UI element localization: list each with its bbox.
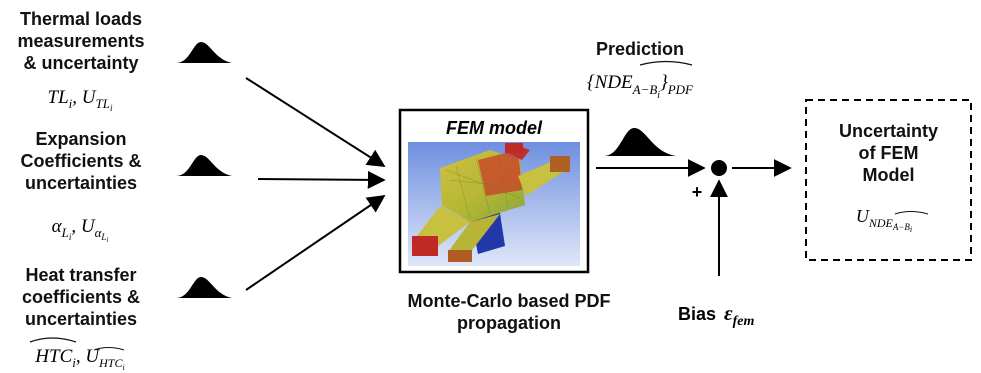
output-label-line: Model bbox=[862, 165, 915, 185]
fem-render-image bbox=[408, 142, 580, 266]
output-hat-icon bbox=[894, 211, 929, 215]
input-label-expansion: Expansion Coefficients & uncertainties bbox=[0, 128, 162, 194]
pdf-curve-icon bbox=[176, 277, 232, 298]
prediction-formula: {NDEA−Bi}PDF bbox=[587, 72, 694, 101]
propagation-caption-line: Monte-Carlo based PDF bbox=[407, 291, 611, 311]
pdf-curve-icon bbox=[604, 128, 676, 156]
heat-sub-hat-icon bbox=[93, 347, 125, 351]
sum-node bbox=[711, 160, 727, 176]
input-symbol-expansion: αLi, UαLi bbox=[52, 216, 109, 244]
input-label-heat-transfer: Heat transfer coefficients & uncertainti… bbox=[0, 264, 162, 330]
input-label-line: uncertainties bbox=[24, 309, 138, 329]
input-label-line: Coefficients & bbox=[20, 151, 142, 171]
arrow-heat-to-fem bbox=[245, 194, 386, 291]
input-symbol-thermal: TLi, UTLi bbox=[48, 87, 113, 113]
input-label-line: uncertainties bbox=[24, 173, 138, 193]
prediction-title: Prediction bbox=[595, 39, 684, 59]
input-label-line: measurements bbox=[17, 31, 145, 51]
input-label-thermal-loads: Thermal loads measurements & uncertainty bbox=[0, 8, 162, 74]
input-symbol-heat: HTCi, UHTCi bbox=[34, 346, 124, 372]
bias-symbol: εfem bbox=[724, 301, 755, 329]
input-label-line: & uncertainty bbox=[23, 53, 139, 73]
output-symbol: UNDEA−Bi bbox=[856, 206, 912, 234]
pdf-curve-icon bbox=[176, 42, 232, 63]
bias-word: Bias bbox=[678, 304, 716, 324]
output-label-line: of FEM bbox=[858, 143, 919, 163]
output-box-label: Uncertainty of FEM Model bbox=[806, 120, 971, 186]
prediction-hat-icon bbox=[639, 60, 693, 66]
bias-label: Bias bbox=[678, 304, 716, 324]
arrow-expansion-to-fem bbox=[257, 170, 386, 189]
sum-sign: + bbox=[692, 182, 703, 202]
input-label-line: Thermal loads bbox=[19, 9, 143, 29]
propagation-caption-line: propagation bbox=[457, 313, 561, 333]
input-label-line: Expansion bbox=[35, 129, 127, 149]
heat-hat-icon bbox=[29, 337, 77, 343]
pdf-curve-icon bbox=[176, 155, 232, 176]
input-label-line: Heat transfer bbox=[25, 265, 137, 285]
propagation-caption: Monte-Carlo based PDF propagation bbox=[374, 290, 644, 334]
arrow-thermal-to-fem bbox=[245, 77, 386, 167]
output-box bbox=[805, 99, 972, 261]
fem-model-title: FEM model bbox=[446, 118, 543, 138]
output-label-line: Uncertainty bbox=[838, 121, 939, 141]
input-label-line: coefficients & bbox=[21, 287, 141, 307]
